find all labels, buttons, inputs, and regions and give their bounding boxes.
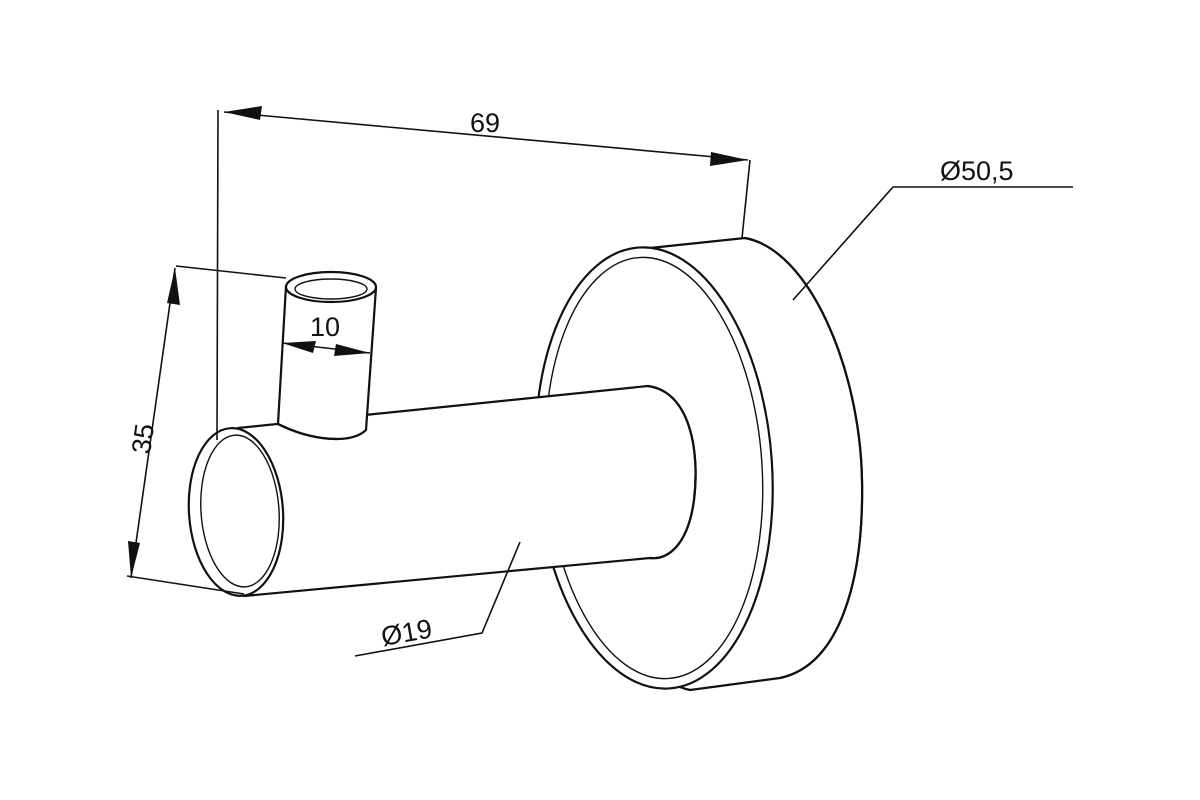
peg-rod-seam bbox=[276, 422, 368, 441]
peg-top-face bbox=[284, 270, 378, 304]
dim-label-height: 35 bbox=[126, 422, 160, 456]
rod-mount-junction bbox=[646, 384, 697, 560]
dim-label-overall-length: 69 bbox=[470, 108, 500, 138]
rod-end-cap bbox=[187, 427, 285, 597]
hook-peg bbox=[276, 270, 378, 441]
dimension-peg-width: 10 bbox=[281, 312, 371, 356]
dim-label-peg-width: 10 bbox=[310, 312, 340, 342]
dimension-outer-diameter: Ø50,5 bbox=[792, 156, 1073, 301]
dimension-overall-length: 69 bbox=[216, 106, 751, 441]
rod-end-face bbox=[187, 427, 285, 597]
rod-end-chamfer bbox=[200, 434, 280, 588]
mount-back-rim bbox=[743, 236, 864, 680]
peg-body bbox=[276, 284, 378, 441]
peg-top-inner bbox=[294, 278, 368, 300]
dim-label-outer-diameter: Ø50,5 bbox=[940, 156, 1014, 186]
dimension-height: 35 bbox=[126, 265, 287, 595]
dim-label-rod-diameter: Ø19 bbox=[379, 614, 434, 652]
hook-rod bbox=[236, 384, 697, 598]
